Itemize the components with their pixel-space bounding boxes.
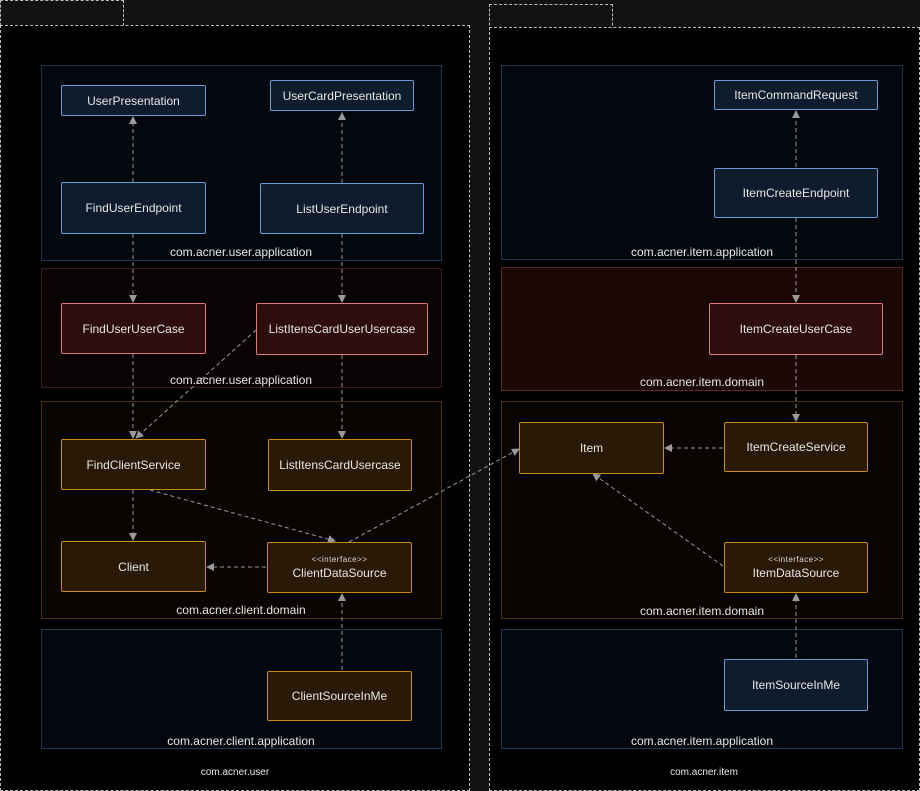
node-label: FindClientService: [86, 457, 181, 472]
node-label: Item: [579, 441, 604, 455]
panel-label-item: com.acner.item: [670, 767, 738, 778]
node-label: ClientSourceInMe: [291, 689, 388, 703]
group-label-item-domain-mid: com.acner.item.domain: [639, 375, 765, 389]
node-label: ItemDataSource: [752, 566, 840, 580]
node-label: Client: [118, 559, 149, 574]
node-label: FindUserEndpoint: [85, 201, 182, 215]
user-panel-tab: [0, 0, 124, 26]
node-item-command-request[interactable]: ItemCommandRequest: [714, 80, 878, 110]
node-find-user-endpoint[interactable]: FindUserEndpoint: [61, 182, 206, 234]
item-panel-tab: [489, 4, 613, 30]
node-label: FindUserUserCase: [82, 321, 185, 336]
node-find-client-service[interactable]: FindClientService: [61, 439, 206, 490]
interface-stereotype: <<interface>>: [311, 555, 368, 564]
node-label: UserPresentation: [87, 93, 180, 108]
node-label: ListItensCardUserUsercase: [268, 322, 416, 336]
node-label: ClientDataSource: [292, 566, 387, 580]
group-label-user-application-mid: com.acner.user.application: [169, 373, 313, 387]
group-label-client-domain: com.acner.client.domain: [176, 603, 306, 617]
node-label: ListItensCardUsercase: [279, 458, 401, 472]
node-label: ItemCreateEndpoint: [742, 186, 850, 200]
group-label-client-application: com.acner.client.application: [167, 734, 315, 748]
node-find-user-usercase[interactable]: FindUserUserCase: [61, 303, 206, 354]
group-label-user-application-top: com.acner.user.application: [169, 245, 313, 259]
node-label: ItemCommandRequest: [734, 88, 858, 102]
node-user-presentation[interactable]: UserPresentation: [61, 85, 206, 116]
node-label: ItemSourceInMe: [751, 678, 841, 692]
node-client-data-source[interactable]: <<interface>> ClientDataSource: [267, 542, 412, 593]
node-client-source-in-me[interactable]: ClientSourceInMe: [267, 671, 412, 721]
node-list-user-endpoint[interactable]: ListUserEndpoint: [260, 183, 424, 234]
node-label: ListUserEndpoint: [296, 201, 388, 216]
node-item-create-endpoint[interactable]: ItemCreateEndpoint: [714, 168, 878, 218]
node-item-data-source[interactable]: <<interface>> ItemDataSource: [724, 542, 868, 593]
group-label-item-domain: com.acner.item.domain: [639, 604, 765, 618]
panel-label-user: com.acner.user: [200, 767, 270, 778]
node-client[interactable]: Client: [61, 541, 206, 592]
group-label-item-application-bottom: com.acner.item.application: [630, 734, 774, 748]
interface-stereotype: <<interface>>: [768, 555, 824, 564]
node-item[interactable]: Item: [519, 422, 664, 474]
node-label: ItemCreateUserCase: [739, 322, 853, 336]
node-list-itens-card-user-usercase[interactable]: ListItensCardUserUsercase: [256, 303, 428, 355]
node-label: UserCardPresentation: [282, 88, 402, 103]
node-item-create-usercase[interactable]: ItemCreateUserCase: [709, 303, 883, 355]
node-label: ItemCreateService: [746, 440, 846, 454]
node-item-source-in-me[interactable]: ItemSourceInMe: [724, 659, 868, 711]
node-list-itens-card-usercase[interactable]: ListItensCardUsercase: [268, 439, 412, 491]
node-item-create-service[interactable]: ItemCreateService: [724, 422, 868, 472]
node-user-card-presentation[interactable]: UserCardPresentation: [270, 80, 414, 111]
group-label-item-application-top: com.acner.item.application: [630, 245, 774, 259]
